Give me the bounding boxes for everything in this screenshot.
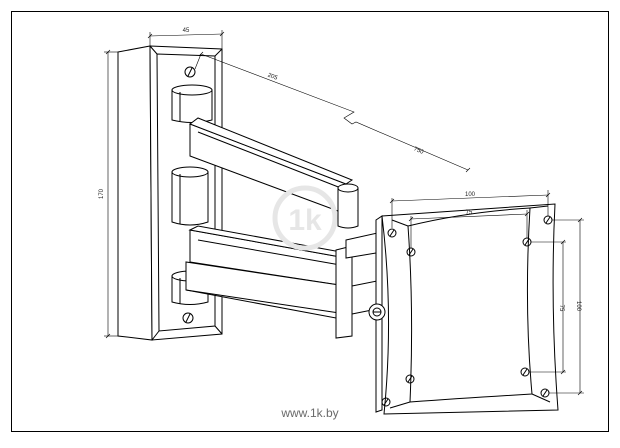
vesa-hole-inner-bottom-left bbox=[405, 374, 415, 384]
watermark-url: www.1k.by bbox=[280, 406, 338, 420]
elbow-hinge bbox=[337, 183, 359, 229]
dim-arm-max-extension: 750 bbox=[413, 146, 425, 156]
dim-wall-plate-width: 45 bbox=[183, 28, 190, 34]
tilt-knob bbox=[368, 303, 386, 321]
watermark-logo: 1k bbox=[272, 185, 338, 251]
front-arm bbox=[185, 245, 353, 339]
wall-plate-screw-top bbox=[184, 66, 196, 78]
drawing-frame bbox=[11, 11, 609, 432]
vesa-plate bbox=[375, 203, 559, 415]
hinge-top bbox=[171, 84, 213, 123]
dim-vesa-inner-horizontal: 75 bbox=[466, 210, 473, 216]
dimension-lines bbox=[104, 30, 584, 396]
vesa-hole-outer-top-left bbox=[387, 228, 397, 238]
dim-vesa-inner-vertical: 75 bbox=[558, 305, 564, 312]
dim-arm-min-extension: 205 bbox=[267, 72, 279, 81]
wall-plate-screw-bottom bbox=[182, 312, 194, 324]
dim-height: 170 bbox=[99, 188, 105, 199]
dim-vesa-outer-horizontal: 100 bbox=[465, 192, 476, 198]
watermark-logo-text: 1k bbox=[288, 204, 322, 237]
vesa-hole-outer-bottom-left bbox=[381, 397, 391, 407]
hinge-middle bbox=[171, 166, 209, 226]
dim-vesa-outer-vertical: 100 bbox=[575, 301, 581, 312]
